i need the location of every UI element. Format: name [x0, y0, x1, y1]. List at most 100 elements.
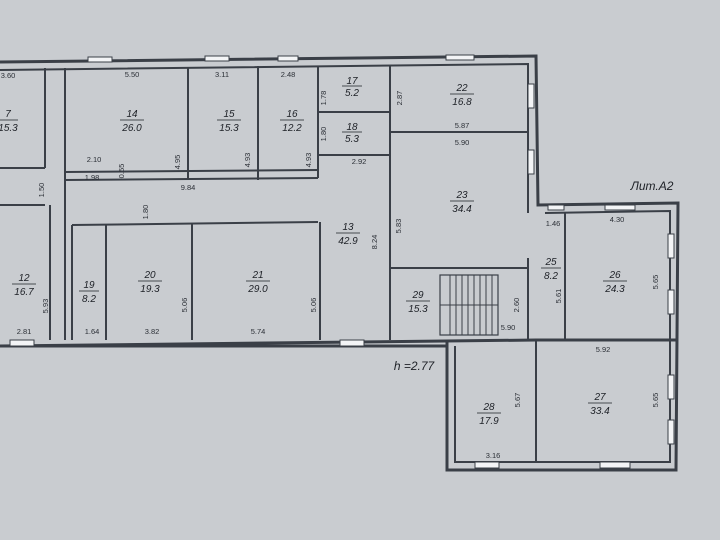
room-17: 17 5.2 [342, 76, 362, 99]
room-13: 13 42.9 [336, 222, 360, 247]
ceiling-height-label: h =2.77 [394, 359, 436, 373]
room-19: 19 8.2 [79, 280, 99, 305]
svg-text:5.61: 5.61 [554, 289, 563, 304]
svg-text:26: 26 [608, 270, 621, 281]
room-21: 21 29.0 [246, 270, 270, 295]
room-27: 27 33.4 [588, 392, 612, 417]
svg-text:29.0: 29.0 [247, 284, 268, 295]
svg-text:4.95: 4.95 [173, 155, 182, 170]
svg-text:9.84: 9.84 [181, 183, 196, 192]
svg-text:26.0: 26.0 [121, 123, 142, 134]
svg-text:27: 27 [593, 392, 606, 403]
svg-text:33.4: 33.4 [590, 406, 610, 417]
svg-text:3.16: 3.16 [486, 451, 501, 460]
svg-text:5.92: 5.92 [596, 345, 611, 354]
svg-text:4.93: 4.93 [243, 153, 252, 168]
svg-text:19.3: 19.3 [140, 284, 160, 295]
svg-text:2.87: 2.87 [395, 91, 404, 106]
room-7: 7 15.3 [0, 109, 18, 134]
svg-text:16: 16 [286, 109, 298, 120]
room-14: 14 26.0 [120, 109, 144, 134]
svg-text:20: 20 [143, 270, 156, 281]
svg-text:5.90: 5.90 [455, 138, 470, 147]
svg-text:16.8: 16.8 [452, 97, 472, 108]
svg-text:5.74: 5.74 [251, 327, 266, 336]
room-16: 16 12.2 [280, 109, 304, 134]
svg-text:17.9: 17.9 [479, 416, 499, 427]
svg-text:8.2: 8.2 [82, 294, 96, 305]
svg-text:42.9: 42.9 [338, 236, 358, 247]
svg-text:1.80: 1.80 [319, 127, 328, 142]
svg-text:8.24: 8.24 [370, 235, 379, 250]
walls [0, 54, 680, 472]
svg-text:5.83: 5.83 [394, 219, 403, 234]
svg-text:15.3: 15.3 [219, 123, 239, 134]
svg-text:1.98: 1.98 [85, 173, 100, 182]
svg-text:15.3: 15.3 [408, 304, 428, 315]
svg-text:23: 23 [455, 190, 468, 201]
svg-text:3.11: 3.11 [215, 70, 229, 79]
svg-text:2.10: 2.10 [87, 155, 102, 164]
lit-a2-label: Лит.А2 [630, 179, 674, 193]
room-23: 23 34.4 [450, 190, 474, 215]
room-29: 29 15.3 [406, 290, 430, 315]
svg-text:5.90: 5.90 [501, 323, 516, 332]
svg-text:5.3: 5.3 [345, 134, 359, 145]
svg-text:1.78: 1.78 [319, 91, 328, 106]
svg-text:2.48: 2.48 [281, 70, 296, 79]
room-12: 12 16.7 [12, 273, 36, 298]
svg-text:25: 25 [544, 257, 557, 268]
dimension-labels: 3.60 5.50 3.11 2.48 1.78 2.87 2.10 0.55 … [1, 70, 660, 460]
staircase [439, 274, 499, 336]
svg-text:12.2: 12.2 [282, 123, 302, 134]
svg-text:5.65: 5.65 [651, 275, 660, 290]
svg-text:0.55: 0.55 [117, 164, 126, 179]
svg-text:4.93: 4.93 [304, 153, 313, 168]
svg-text:15.3: 15.3 [0, 123, 18, 134]
svg-text:2.92: 2.92 [352, 157, 367, 166]
svg-text:4.30: 4.30 [610, 215, 625, 224]
svg-text:16.7: 16.7 [14, 287, 34, 298]
room-26: 26 24.3 [603, 270, 627, 295]
svg-text:5.93: 5.93 [41, 299, 50, 314]
svg-text:5.87: 5.87 [455, 121, 470, 130]
svg-text:8.2: 8.2 [544, 271, 558, 282]
svg-text:17: 17 [346, 76, 358, 87]
svg-text:1.80: 1.80 [141, 205, 150, 220]
svg-text:1.64: 1.64 [85, 327, 100, 336]
svg-text:34.4: 34.4 [452, 204, 472, 215]
svg-text:5.06: 5.06 [309, 298, 318, 313]
svg-text:2.81: 2.81 [17, 327, 32, 336]
svg-text:12: 12 [18, 273, 30, 284]
svg-text:7: 7 [5, 109, 11, 120]
svg-text:19: 19 [83, 280, 95, 291]
svg-text:5.06: 5.06 [180, 298, 189, 313]
svg-text:5.65: 5.65 [651, 393, 660, 408]
svg-text:15: 15 [223, 109, 235, 120]
svg-text:3.60: 3.60 [1, 71, 16, 80]
room-15: 15 15.3 [217, 109, 241, 134]
svg-text:21: 21 [251, 270, 263, 281]
svg-text:1.46: 1.46 [546, 219, 561, 228]
svg-text:1.50: 1.50 [37, 183, 46, 198]
svg-text:28: 28 [482, 402, 495, 413]
room-28: 28 17.9 [477, 402, 501, 427]
svg-text:3.82: 3.82 [145, 327, 160, 336]
svg-text:24.3: 24.3 [604, 284, 625, 295]
svg-text:5.67: 5.67 [513, 393, 522, 408]
room-22: 22 16.8 [450, 83, 474, 108]
svg-text:22: 22 [455, 83, 468, 94]
room-labels: 7 15.3 14 26.0 15 15.3 16 12.2 17 5.2 18… [0, 76, 627, 427]
svg-text:2.60: 2.60 [512, 298, 521, 313]
svg-text:29: 29 [411, 290, 424, 301]
svg-text:5.2: 5.2 [345, 88, 359, 99]
windows [9, 54, 675, 469]
room-20: 20 19.3 [138, 270, 162, 295]
room-18: 18 5.3 [342, 122, 362, 145]
svg-text:14: 14 [126, 109, 138, 120]
svg-text:5.50: 5.50 [125, 70, 140, 79]
svg-text:18: 18 [346, 122, 358, 133]
room-25: 25 8.2 [541, 257, 561, 282]
